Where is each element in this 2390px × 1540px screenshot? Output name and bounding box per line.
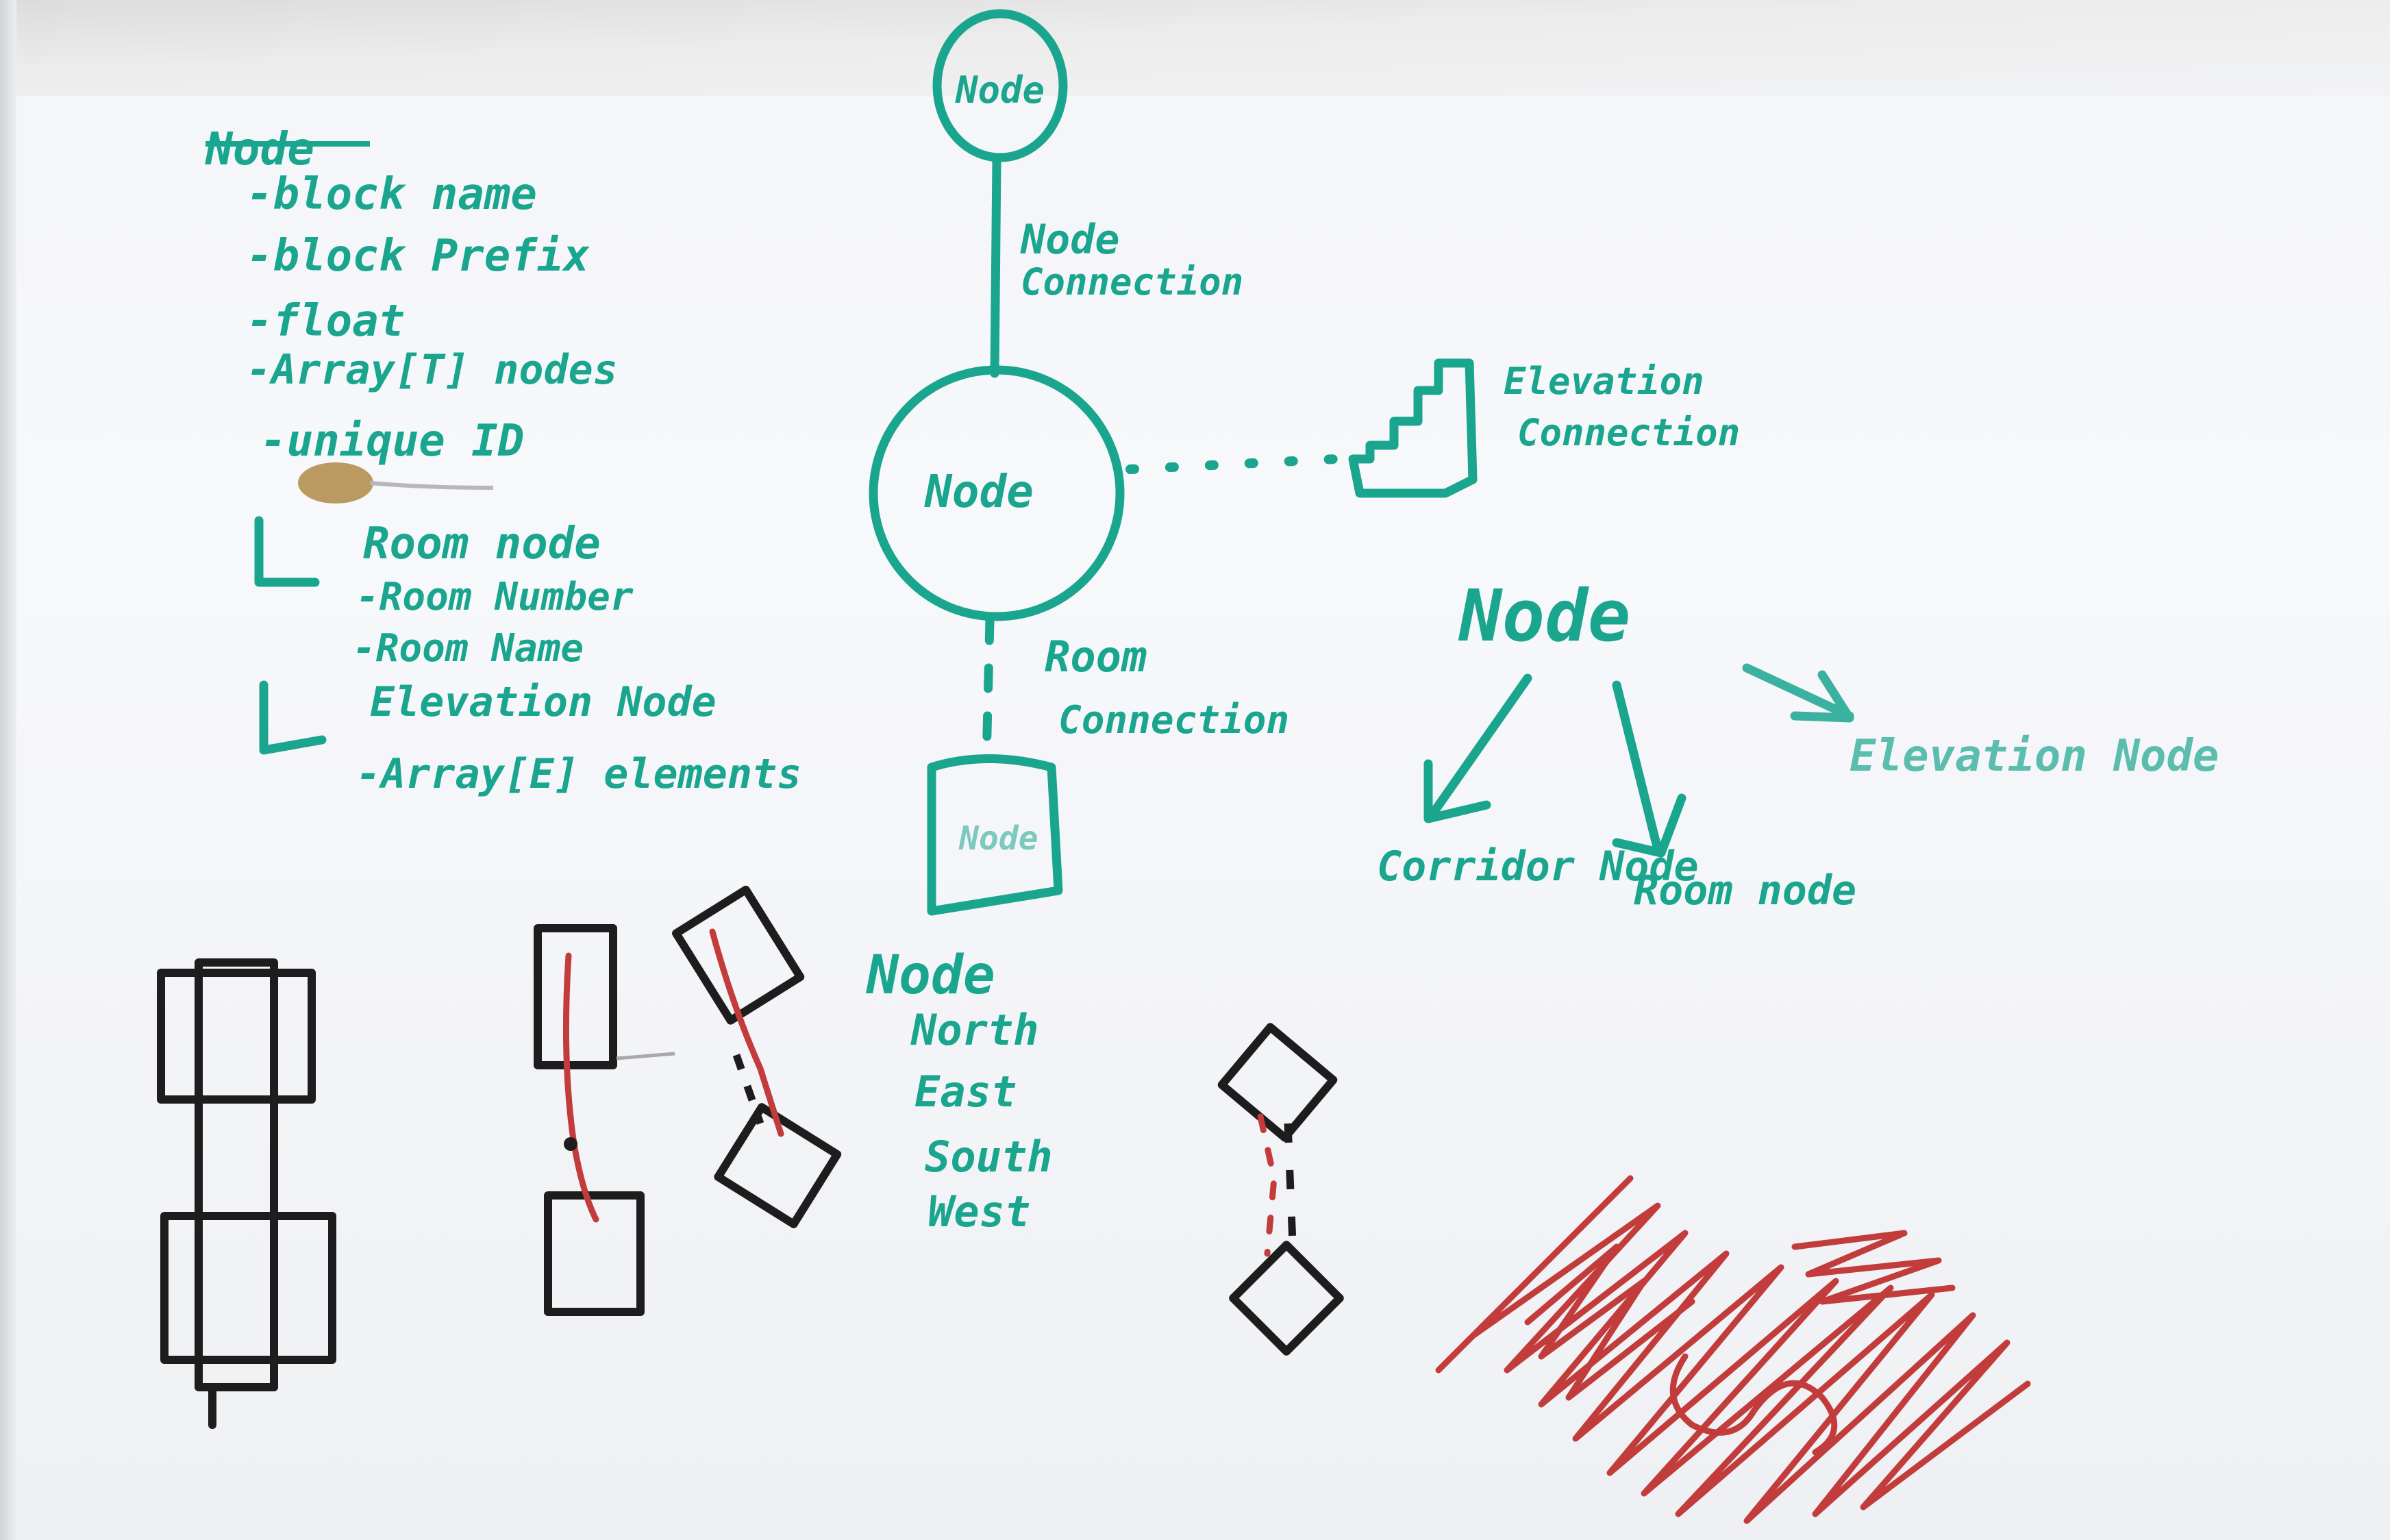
notes-item: -Array[T] nodes xyxy=(247,346,618,394)
sketch-link-red xyxy=(1257,1113,1278,1257)
arrow-to-room xyxy=(1612,680,1686,858)
arrow-to-elevation xyxy=(1742,663,1854,723)
subclass-element-item: -Array[E] elements xyxy=(356,750,801,798)
node-type-tree: Node Corridor Node Room node Elevation N… xyxy=(1377,574,2219,915)
sketch-room-box xyxy=(1217,1023,1338,1142)
notes-item: -block name xyxy=(247,169,537,220)
scribble-fill xyxy=(1435,1175,2031,1524)
subclass-room-label: Room node xyxy=(363,519,601,569)
compass-item: North xyxy=(910,1005,1039,1055)
elevation-connection-label: Elevation xyxy=(1504,360,1704,403)
sketch-link-dashed xyxy=(1284,1123,1297,1261)
corridor-sketch xyxy=(157,958,336,1429)
compass-heading: Node xyxy=(866,945,995,1006)
notes-item: -block Prefix xyxy=(247,231,590,282)
room-connection-label: Room xyxy=(1045,632,1147,682)
red-scribble xyxy=(1435,1175,2031,1524)
sketch-corridor xyxy=(195,958,278,1391)
notes-item: -float xyxy=(247,296,405,347)
subclass-bracket xyxy=(259,680,327,755)
node-connection-label: Connection xyxy=(1021,260,1243,303)
room-connection-label: Connection xyxy=(1058,698,1289,743)
tree-root-label: Node xyxy=(1458,574,1630,658)
node-connection-label: Node xyxy=(1020,216,1120,264)
subclass-room-item: -Room Number xyxy=(356,575,634,619)
sketch-room-box xyxy=(157,969,316,1104)
sketch-link-dashed xyxy=(732,1054,764,1125)
sketch-link-red xyxy=(709,928,784,1137)
scribble-loop xyxy=(1669,1353,1838,1456)
sketch-room-box xyxy=(534,924,617,1069)
sketch-room-box xyxy=(714,1103,842,1228)
smudge xyxy=(298,462,373,504)
middle-node-label: Node xyxy=(924,465,1034,518)
sketch-room-box xyxy=(544,1191,645,1316)
sketch-link-red xyxy=(562,952,599,1223)
room-connection-dashes xyxy=(982,615,995,765)
sketch-room-box xyxy=(672,885,805,1025)
subclass-room-item: -Room Name xyxy=(353,626,584,671)
diamond-rooms-sketch xyxy=(1217,1023,1344,1356)
middle-node-circle xyxy=(869,365,1125,621)
notes-heading: Node xyxy=(205,123,314,175)
center-node-diagram: Node Node Connection Node Elevation Conn… xyxy=(866,9,1740,1237)
tree-child-label: Corridor Node xyxy=(1377,843,1699,891)
room-box-label: Node xyxy=(958,819,1038,858)
elevation-connection-label: Connection xyxy=(1517,411,1740,454)
sketch-dot xyxy=(564,1137,577,1151)
subclass-element-label: Elevation Node xyxy=(370,678,717,726)
compass-item: East xyxy=(914,1067,1017,1117)
sketch-room-box xyxy=(1229,1241,1344,1356)
whiteboard-frame-left xyxy=(0,0,16,1540)
top-node-label: Node xyxy=(955,69,1045,112)
rotated-rooms-sketch xyxy=(672,885,842,1228)
scribble-fill xyxy=(1524,1230,1956,1401)
compass-item: South xyxy=(925,1132,1053,1182)
stairs-icon xyxy=(1348,358,1478,498)
room-box xyxy=(927,754,1063,916)
sketch-smudge xyxy=(616,1052,675,1060)
notes-item: -unique ID xyxy=(260,416,524,467)
linked-rooms-sketch xyxy=(534,924,675,1316)
whiteboard-frame-top xyxy=(0,0,2390,96)
smudge-streak xyxy=(369,481,494,490)
compass-item: West xyxy=(928,1187,1030,1237)
subclass-bracket xyxy=(254,516,320,587)
sketch-room-box xyxy=(160,1212,336,1364)
arrow-to-corridor xyxy=(1423,673,1532,823)
tree-child-label: Room node xyxy=(1634,867,1856,915)
node-notes-list: Node -block name -block Prefix -float -A… xyxy=(205,123,801,798)
elevation-connection-dots xyxy=(1125,454,1341,474)
top-node-circle xyxy=(932,9,1068,162)
node-connection-line xyxy=(990,156,1001,378)
tree-child-label: Elevation Node xyxy=(1850,731,2219,782)
